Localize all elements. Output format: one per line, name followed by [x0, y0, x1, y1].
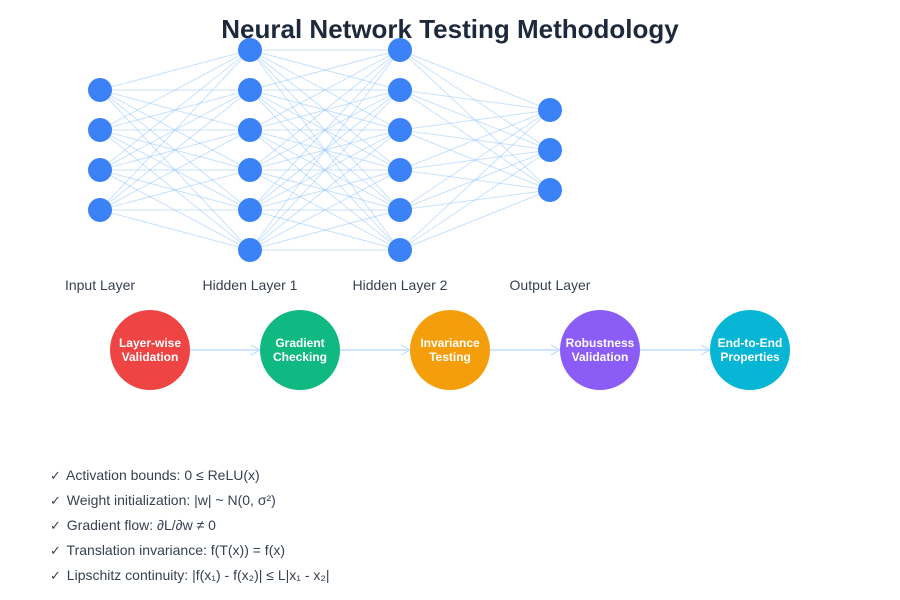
stage-label: Gradient	[275, 336, 324, 350]
connection-edge	[399, 189, 551, 251]
checklist-item: ✓ Lipschitz continuity: |f(x₁) - f(x₂)| …	[50, 564, 330, 589]
connection-edge	[249, 49, 401, 91]
connection-edge	[99, 209, 251, 251]
connection-edge	[249, 49, 401, 211]
connection-edge	[399, 109, 551, 171]
connection-edge	[399, 149, 551, 251]
stage-circle	[410, 310, 490, 390]
checklist-item-text: Weight initialization: |w| ~ N(0, σ²)	[66, 492, 276, 508]
testing-pipeline: Layer-wiseValidationGradientCheckingInva…	[110, 310, 790, 390]
neuron-node	[238, 158, 262, 182]
checklist-item-text: Translation invariance: f(T(x)) = f(x)	[66, 542, 286, 558]
layer-label: Input Layer	[65, 277, 135, 293]
layer-label: Hidden Layer 2	[353, 277, 448, 293]
connection-edge	[249, 89, 401, 251]
neuron-node	[388, 38, 412, 62]
neuron-node	[238, 118, 262, 142]
connection-edge	[249, 49, 401, 171]
connection-edge	[99, 129, 251, 211]
neuron-node	[88, 78, 112, 102]
connection-edge	[99, 169, 251, 211]
neuron-node	[88, 158, 112, 182]
neuron-node	[388, 118, 412, 142]
neuron-node	[538, 138, 562, 162]
neuron-node	[238, 238, 262, 262]
neuron-node	[388, 78, 412, 102]
stage-label: Validation	[572, 350, 629, 364]
stage-label: Properties	[720, 350, 780, 364]
connection-edge	[249, 49, 401, 251]
stage-label: Testing	[429, 350, 471, 364]
neuron-node	[238, 78, 262, 102]
layer-label: Hidden Layer 1	[203, 277, 298, 293]
checklist-item-text: Gradient flow: ∂L/∂w ≠ 0	[66, 517, 216, 533]
network-connections	[99, 49, 551, 251]
neuron-node	[88, 198, 112, 222]
neuron-node	[538, 178, 562, 202]
connection-edge	[249, 129, 401, 251]
neuron-node	[238, 198, 262, 222]
property-checklist: ✓ Activation bounds: 0 ≤ ReLU(x) ✓ Weigh…	[50, 464, 330, 589]
stage-circle	[560, 310, 640, 390]
neuron-node	[238, 38, 262, 62]
connection-edge	[399, 89, 551, 111]
layer-label: Output Layer	[510, 277, 591, 293]
checkmark-icon: ✓	[50, 568, 61, 583]
stage-label: Validation	[122, 350, 179, 364]
neuron-node	[88, 118, 112, 142]
checkmark-icon: ✓	[50, 518, 61, 533]
checklist-item-text: Lipschitz continuity: |f(x₁) - f(x₂)| ≤ …	[66, 567, 330, 583]
checkmark-icon: ✓	[50, 493, 61, 508]
connection-edge	[399, 109, 551, 211]
checkmark-icon: ✓	[50, 543, 61, 558]
connection-edge	[249, 169, 401, 251]
checklist-item: ✓ Activation bounds: 0 ≤ ReLU(x)	[50, 464, 330, 489]
neuron-node	[388, 158, 412, 182]
layer-labels: Input Layer Hidden Layer 1 Hidden Layer 2 O…	[65, 277, 591, 293]
page-title: Neural Network Testing Methodology	[221, 14, 679, 44]
neuron-node	[388, 198, 412, 222]
stage-label: End-to-End	[718, 336, 783, 350]
neuron-node	[538, 98, 562, 122]
connection-edge	[399, 109, 551, 251]
checklist-item: ✓ Translation invariance: f(T(x)) = f(x)	[50, 539, 330, 564]
network-neurons	[88, 38, 562, 262]
connection-edge	[99, 49, 251, 211]
stage-circle	[260, 310, 340, 390]
stage-circle	[710, 310, 790, 390]
checklist-item: ✓ Gradient flow: ∂L/∂w ≠ 0	[50, 514, 330, 539]
stage-label: Checking	[273, 350, 327, 364]
connection-edge	[99, 89, 251, 211]
connection-edge	[399, 49, 551, 111]
connection-edge	[249, 209, 401, 251]
stage-label: Invariance	[420, 336, 480, 350]
connection-edge	[399, 109, 551, 131]
stage-circle	[110, 310, 190, 390]
checklist-item-text: Activation bounds: 0 ≤ ReLU(x)	[66, 467, 260, 483]
connection-edge	[99, 49, 251, 171]
checklist-item: ✓ Weight initialization: |w| ~ N(0, σ²)	[50, 489, 330, 514]
stage-label: Layer-wise	[119, 336, 181, 350]
connection-edge	[99, 49, 251, 131]
checkmark-icon: ✓	[50, 468, 61, 483]
neuron-node	[388, 238, 412, 262]
connection-edge	[249, 49, 401, 131]
connection-edge	[99, 49, 251, 91]
stage-label: Robustness	[566, 336, 635, 350]
